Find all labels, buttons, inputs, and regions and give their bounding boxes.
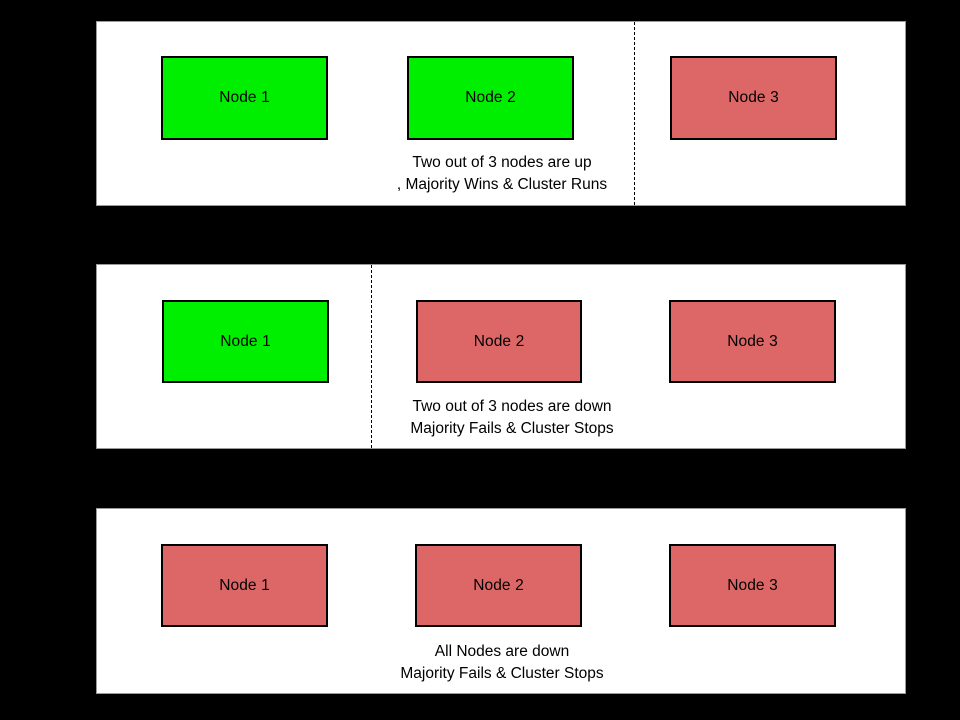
partition-divider-line — [371, 265, 372, 448]
node-label: Node 3 — [728, 89, 779, 106]
node-box-1: Node 1 — [162, 300, 329, 383]
node-box-3: Node 3 — [669, 300, 836, 383]
caption-line-2: , Majority Wins & Cluster Runs — [396, 176, 608, 193]
node-label: Node 2 — [473, 576, 524, 594]
node-label: Node 1 — [220, 332, 271, 350]
panel-caption: Two out of 3 nodes are down Majority Fai… — [107, 396, 917, 440]
node-label: Node 2 — [465, 89, 516, 106]
node-box-2: Node 2 — [416, 300, 582, 383]
panel-caption: All Nodes are down Majority Fails & Clus… — [97, 641, 907, 685]
node-box-1: Node 1 — [161, 544, 328, 627]
scenario-panel-two-up: Node 1 Node 2 Node 3 Two out of 3 nodes … — [96, 21, 906, 206]
caption-line-2: Majority Fails & Cluster Stops — [400, 665, 604, 682]
node-box-3: Node 3 — [669, 544, 836, 627]
node-box-2: Node 2 — [415, 544, 582, 627]
node-box-3: Node 3 — [670, 56, 837, 140]
partition-divider-line — [634, 22, 635, 205]
node-box-2: Node 2 — [407, 56, 574, 140]
caption-line-2: Majority Fails & Cluster Stops — [410, 420, 614, 437]
node-label: Node 2 — [473, 332, 525, 350]
node-box-1: Node 1 — [161, 56, 328, 140]
node-label: Node 1 — [219, 576, 270, 594]
scenario-panel-two-down: Node 1 Node 2 Node 3 Two out of 3 nodes … — [96, 264, 906, 449]
node-label: Node 1 — [219, 89, 270, 106]
scenario-panel-all-down: Node 1 Node 2 Node 3 All Nodes are down … — [96, 508, 906, 694]
panel-caption: Two out of 3 nodes are up , Majority Win… — [97, 152, 907, 196]
caption-line-1: Two out of 3 nodes are down — [412, 398, 612, 415]
node-label: Node 3 — [727, 576, 778, 594]
caption-line-1: All Nodes are down — [434, 643, 570, 660]
caption-line-1: Two out of 3 nodes are up — [412, 154, 592, 171]
node-label: Node 3 — [727, 332, 778, 350]
